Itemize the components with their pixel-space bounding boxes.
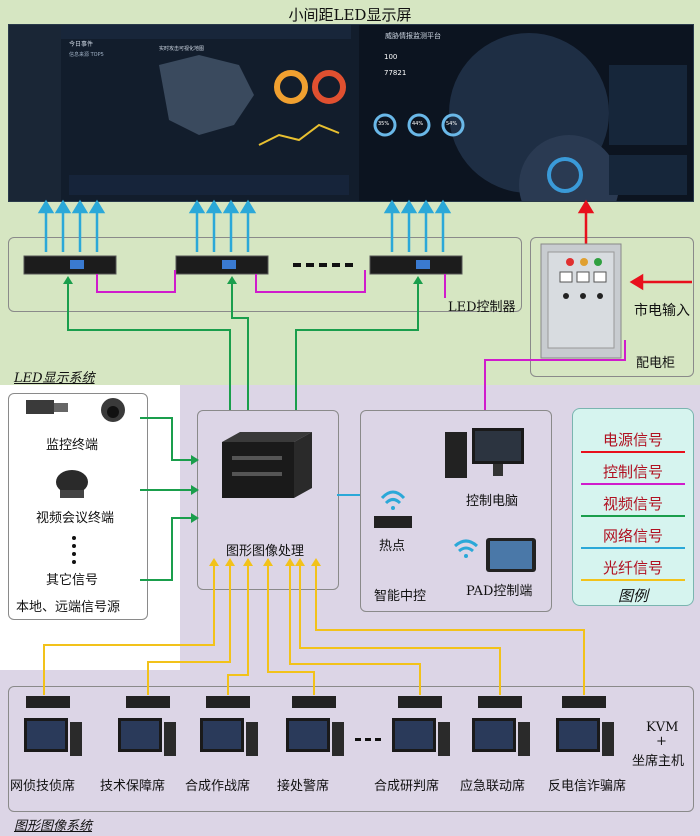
surveillance-label: 监控终端 [46, 438, 99, 453]
mains-input-label: 市电输入 [634, 303, 690, 319]
seat-label: 合成作战席 [185, 779, 251, 794]
screen-stat-b: 77821 [384, 69, 407, 77]
control-pc-label: 控制电脑 [466, 494, 519, 509]
video-conf-label: 视频会议终端 [36, 511, 115, 526]
legend-network: 网络信号 [602, 527, 663, 545]
screen-center-title: 实时攻击可视化地图 [159, 46, 205, 52]
screen-pct-1: 35% [378, 121, 390, 127]
legend-fiber-swatch [581, 579, 685, 581]
legend-control-swatch [581, 483, 685, 485]
legend-network-swatch [581, 547, 685, 549]
screen-left-sub: 信息来源 TOP5 [69, 52, 104, 58]
legend-fiber: 光纤信号 [602, 559, 663, 577]
page-title: 小间距LED显示屏 [288, 6, 412, 24]
seat-label: 应急联动席 [460, 779, 526, 794]
signal-source-box [8, 393, 148, 620]
graphics-system-label: 图形图像系统 [14, 819, 93, 834]
screen-right-title: 威胁情报监测平台 [385, 32, 441, 40]
legend: 电源信号 控制信号 视频信号 网络信号 光纤信号 图例 [572, 408, 694, 606]
seat-label: 网侦技侦席 [10, 779, 76, 794]
smart-control-box [360, 410, 552, 612]
seat-label: 技术保障席 [100, 779, 166, 794]
legend-power: 电源信号 [602, 431, 663, 449]
pad-label: PAD控制端 [466, 584, 533, 599]
other-signals-label: 其它信号 [46, 573, 99, 588]
legend-power-swatch [581, 451, 685, 453]
signal-sources-label: 本地、远端信号源 [16, 600, 121, 615]
legend-control: 控制信号 [602, 463, 663, 481]
legend-video: 视频信号 [602, 495, 663, 513]
seat-label: 反电信诈骗席 [548, 779, 627, 794]
led-system-label: LED显示系统 [14, 371, 95, 386]
screen-stat-a: 100 [384, 53, 398, 61]
legend-video-swatch [581, 515, 685, 517]
screen-pct-3: 54% [446, 121, 458, 127]
plus-label: + [656, 734, 667, 749]
power-cabinet-label: 配电柜 [636, 356, 676, 371]
seats-box [8, 686, 694, 812]
screen-left-header: 今日事件 [69, 41, 94, 48]
legend-title: 图例 [617, 587, 648, 605]
screen-pct-2: 44% [412, 121, 424, 127]
led-controller-label: LED控制器 [448, 300, 516, 315]
power-cabinet-box [530, 237, 694, 377]
led-controller-box [8, 237, 522, 312]
seat-label: 合成研判席 [374, 779, 440, 794]
smart-control-label: 智能中控 [374, 589, 427, 604]
graphics-processing-label: 图形图像处理 [226, 544, 305, 559]
hotspot-label: 热点 [379, 539, 406, 554]
led-display-screen: 今日事件 信息来源 TOP5 实时攻击可视化地图 威胁情报监测平台 100 77… [8, 24, 694, 202]
kvm-label: KVM [646, 720, 679, 735]
seat-host-label: 坐席主机 [632, 754, 685, 769]
seat-label: 接处警席 [277, 779, 330, 794]
